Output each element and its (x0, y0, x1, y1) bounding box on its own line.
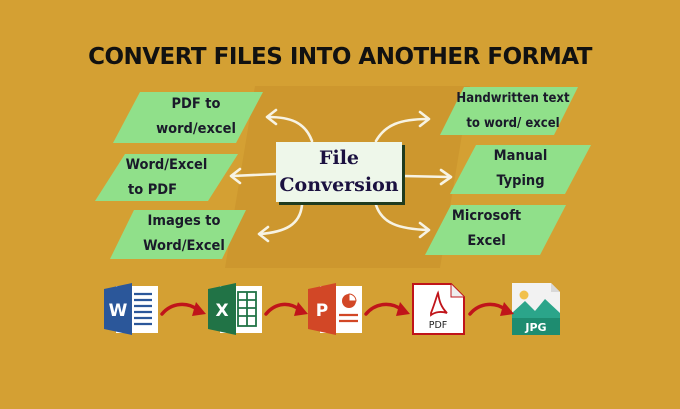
option-label-line1: Manual (493, 148, 548, 164)
option-label-line1: Word/Excel (125, 157, 208, 173)
option-label-line2: to PDF (127, 182, 178, 198)
option-label-line2: word/excel (156, 121, 236, 137)
option-label-line1: Microsoft (451, 208, 522, 224)
svg-text:P: P (316, 301, 328, 321)
pdf-label: PDF (429, 320, 448, 331)
option-label-line2: to word/ excel (466, 116, 560, 131)
option-label-line1: PDF to (171, 96, 221, 112)
option-handwritten-to-word-excel: Handwritten text to word/ excel (440, 87, 578, 135)
option-word-excel-to-pdf: Word/Excel to PDF (95, 154, 238, 201)
option-images-to-word-excel: Images to Word/Excel (110, 210, 246, 259)
pdf-icon: PDF (412, 283, 465, 335)
word-icon: W (104, 283, 158, 335)
center-label-line1: File (318, 147, 359, 169)
option-pdf-to-word-excel: PDF to word/excel (113, 92, 263, 143)
svg-text:X: X (215, 301, 228, 321)
excel-icon: X (208, 283, 262, 335)
option-label-line1: Images to (147, 213, 221, 229)
option-label-line2: Word/Excel (143, 238, 225, 254)
center-label-line2: Conversion (279, 174, 399, 196)
option-manual-typing: Manual Typing (450, 145, 591, 194)
option-label-line2: Excel (467, 233, 506, 249)
file-conversion-box: File Conversion (276, 142, 402, 202)
svg-text:W: W (109, 301, 128, 321)
jpg-label: JPG (524, 321, 546, 334)
option-microsoft-excel: Microsoft Excel (425, 205, 566, 255)
option-label-line1: Handwritten text (456, 91, 570, 106)
jpg-icon: JPG (512, 283, 560, 335)
page-title: CONVERT FILES INTO ANOTHER FORMAT (88, 44, 592, 70)
powerpoint-icon: P (308, 283, 362, 335)
option-label-line2: Typing (496, 173, 545, 189)
